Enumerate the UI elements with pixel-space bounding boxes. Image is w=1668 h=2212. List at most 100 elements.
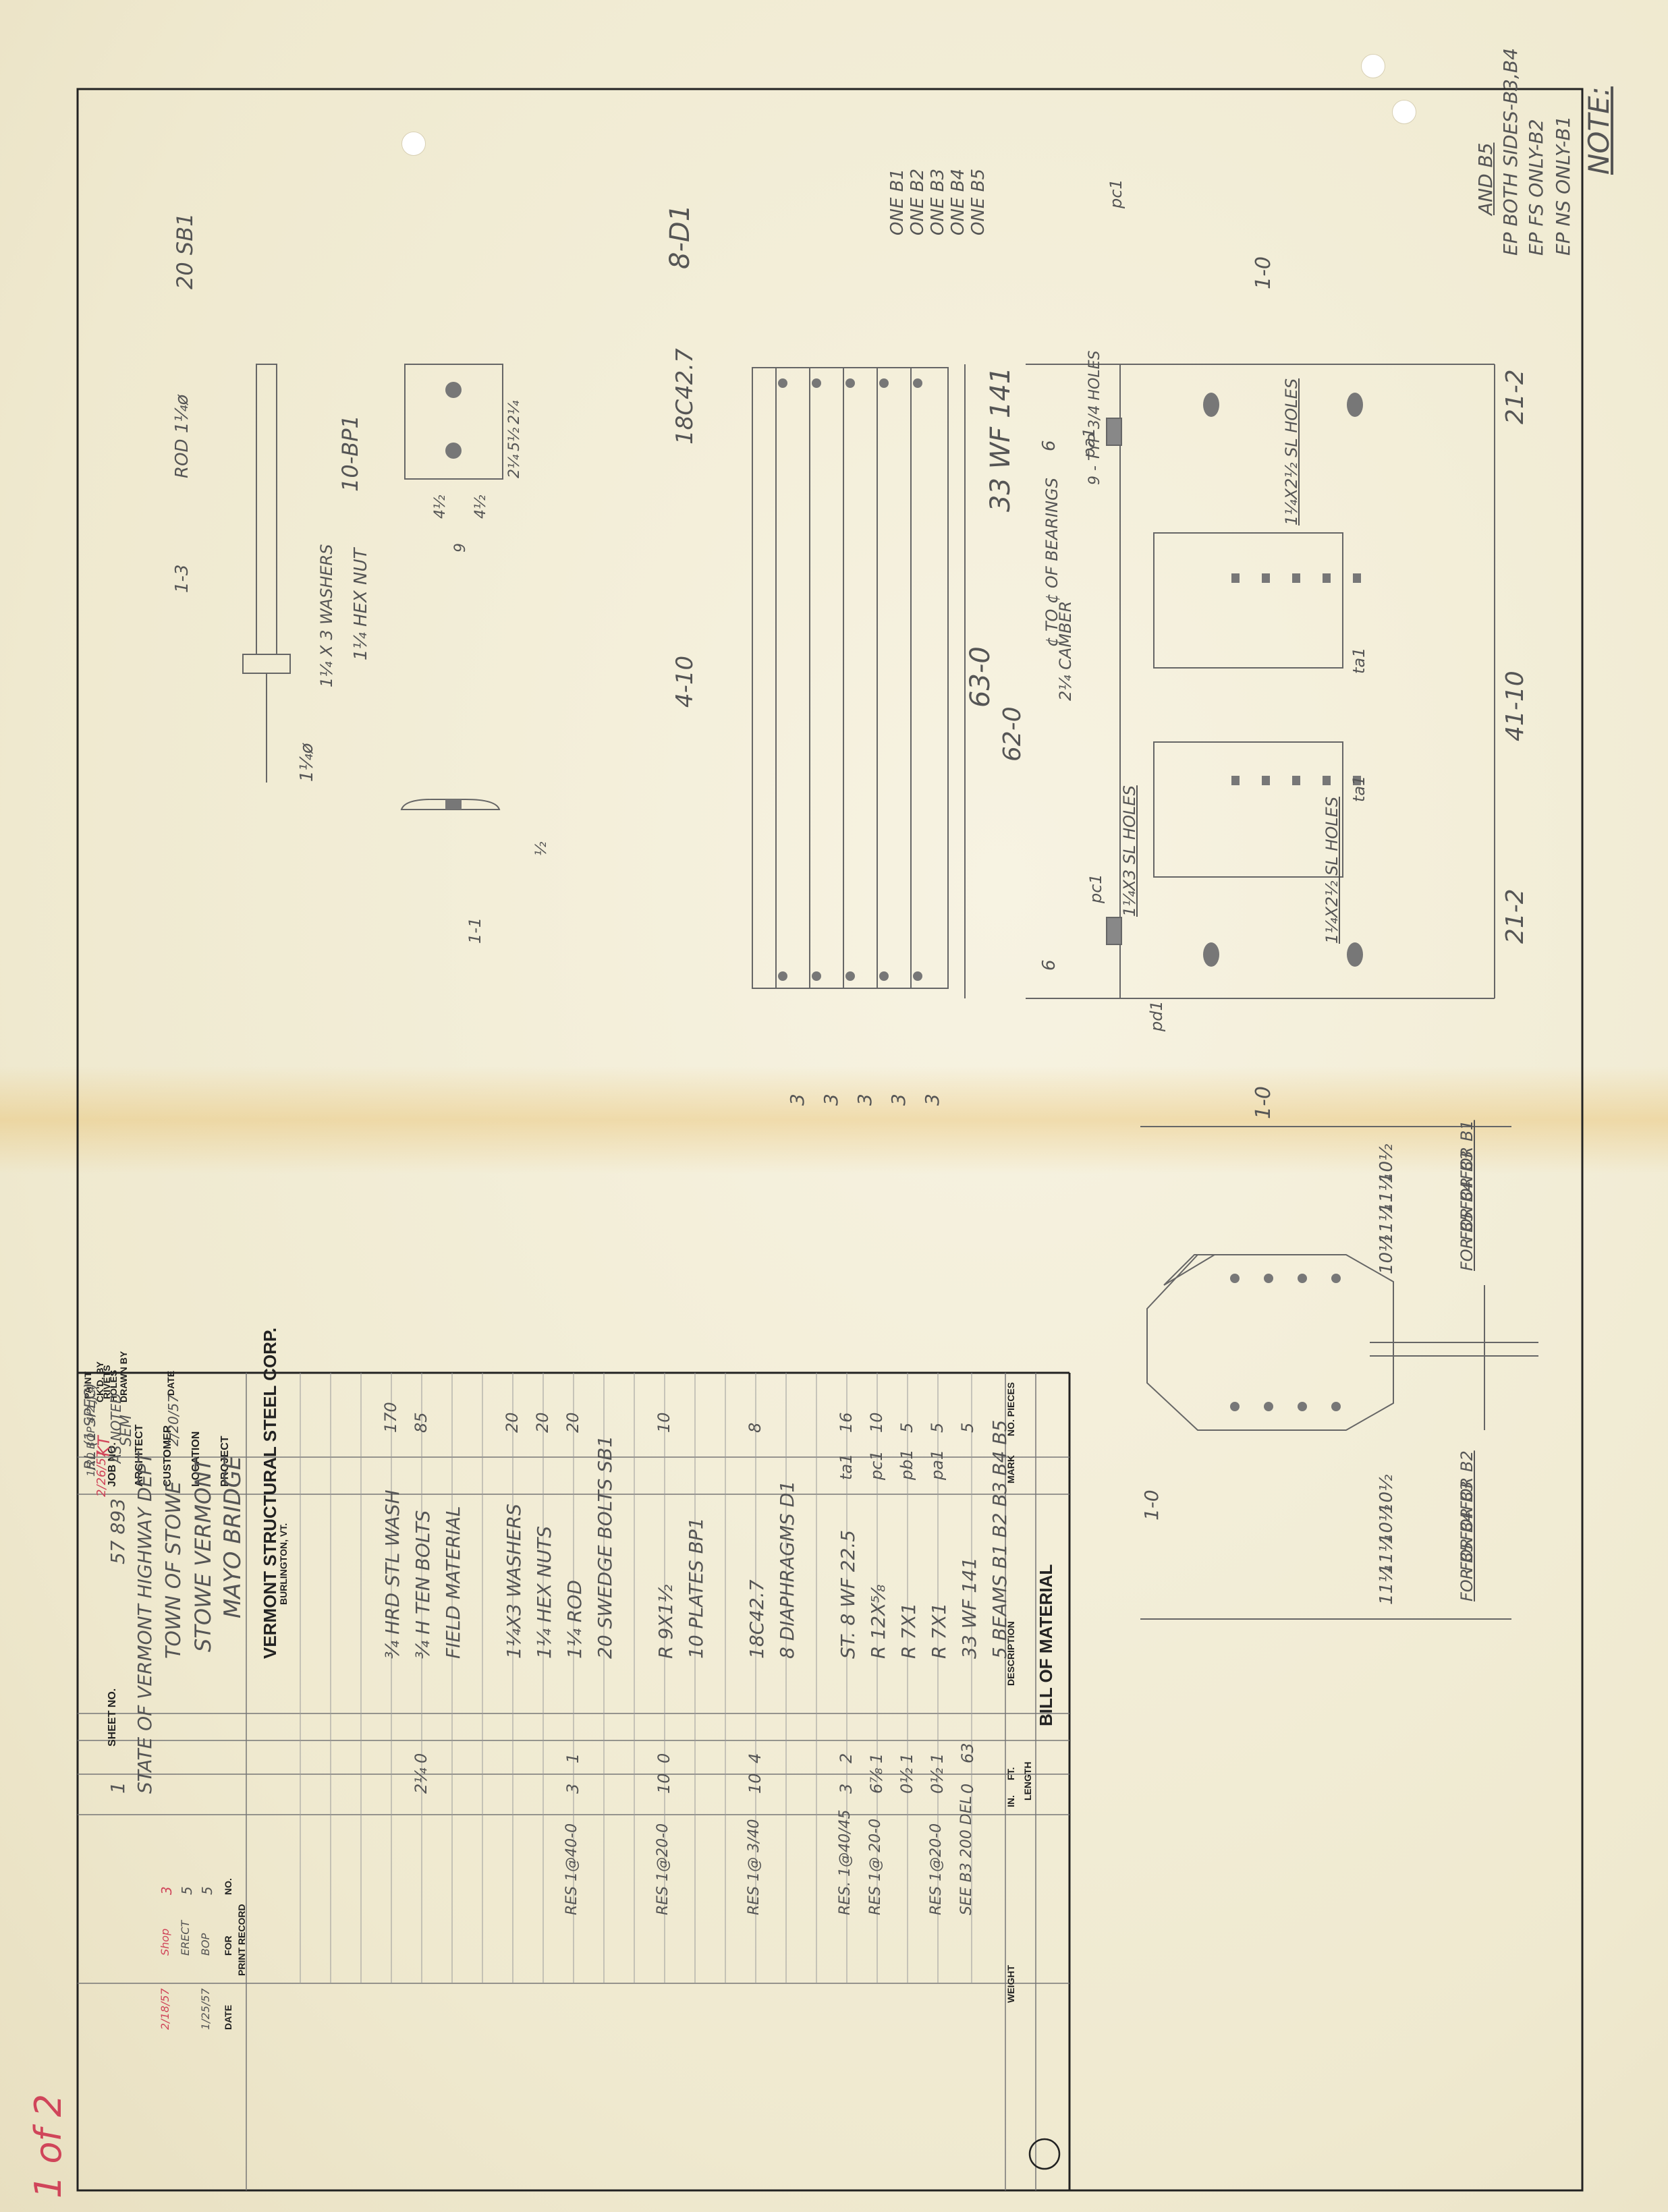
- beam-list-item: ONE B2: [908, 169, 928, 235]
- bom-pieces: 85: [412, 1412, 430, 1433]
- panel-dim: 21-2: [1501, 888, 1529, 944]
- hole-spacing: 3: [854, 1094, 876, 1106]
- bom-ft: 0: [655, 1753, 673, 1763]
- plate-mark: pd1: [1147, 1000, 1166, 1031]
- bearing-dim: 2¼: [506, 454, 523, 478]
- bom-note: RES 1@20-0: [655, 1823, 671, 1915]
- bearing-dim: 4½: [472, 494, 489, 519]
- bom-pieces: 20: [533, 1412, 552, 1433]
- bearing-dim: 5½: [506, 427, 523, 451]
- bom-pieces: 10: [655, 1412, 673, 1433]
- bom-ft: 4: [746, 1753, 764, 1763]
- note-line: EP NS ONLY-B1: [1552, 115, 1574, 256]
- slot-label: 1¼X2½ SL HOLES: [1323, 796, 1341, 944]
- bom-description: 5 BEAMS B1 B2 B3 B4 B5: [989, 1419, 1011, 1659]
- bom-header: FT.: [1005, 1767, 1016, 1780]
- plate-mark: ta1: [1350, 647, 1368, 674]
- end-dim: 1-0: [1252, 256, 1275, 289]
- for-label: FOR B5: [1457, 1541, 1476, 1601]
- bom-pieces: 5: [897, 1422, 916, 1433]
- print-date: 1/25/57: [199, 1988, 212, 2030]
- customer-value: TOWN OF STOWE: [162, 1481, 186, 1659]
- location-value: STOWE VERMONT: [190, 1458, 216, 1652]
- bom-header: LENGTH: [1022, 1761, 1033, 1800]
- plate-mark: pc1: [1107, 179, 1125, 208]
- bom-description: 18C42.7: [746, 1579, 768, 1659]
- beam-list-item: ONE B5: [968, 169, 989, 235]
- end-dim: 1-0: [1252, 1086, 1275, 1119]
- water-stain: [0, 1066, 1668, 1174]
- thickness-dim: ½: [533, 841, 550, 856]
- beam-elevation: [964, 364, 1495, 999]
- punch-hole: [401, 132, 426, 156]
- bom-mark: pa1: [928, 1449, 947, 1480]
- hole-spacing: 3: [786, 1094, 808, 1106]
- sheet-value: 1: [107, 1782, 129, 1794]
- bom-description: ST. 8 WF 22.5: [837, 1529, 859, 1659]
- label-sheet: SHEET NO.: [107, 1688, 118, 1747]
- plate-mark: pa1: [1080, 427, 1099, 458]
- note-line: AND B5: [1474, 142, 1497, 215]
- bearing-plate-label: 10-BP1: [337, 415, 363, 492]
- bom-mark: ta1: [837, 1453, 856, 1480]
- diaphragm-holes: [778, 378, 922, 981]
- hole-spacing: 3: [887, 1094, 910, 1106]
- bom-header: IN.: [1005, 1795, 1016, 1807]
- bom-description: R 9X1½: [655, 1584, 677, 1659]
- note-line: EP BOTH SIDES-B3,B4: [1499, 48, 1522, 256]
- punch-hole: [1392, 100, 1416, 124]
- slot-label: 1¼X3 SL HOLES: [1120, 785, 1139, 917]
- bevel-dim: 1-1: [466, 917, 484, 944]
- company-city: BURLINGTON, VT.: [278, 1523, 289, 1605]
- diaphragm-label: 8-D1: [665, 204, 696, 269]
- bom-in: 3: [563, 1783, 582, 1794]
- bom-note: RES 1@ 20-0: [867, 1818, 884, 1915]
- bom-in: 2¼: [412, 1767, 430, 1794]
- bom-note: SEE B3 200 DEL: [958, 1796, 975, 1915]
- bom-description: R 7X1: [928, 1602, 950, 1659]
- bom-in: 10: [746, 1773, 764, 1794]
- bom-description: 8 DIAPHRAGMS D1: [776, 1480, 798, 1659]
- bom-description: ¾ H TEN BOLTS: [412, 1510, 434, 1659]
- bom-in: 10: [655, 1773, 673, 1794]
- beam-list-item: ONE B3: [928, 169, 948, 235]
- print-no: 5: [179, 1886, 195, 1895]
- bom-description: 10 PLATES BP1: [685, 1517, 707, 1659]
- diaphragm-length: 4-10: [671, 655, 698, 708]
- bom-pieces: 5: [928, 1422, 947, 1433]
- section-spacing: 1-0: [1140, 1490, 1163, 1521]
- bom-pieces: 10: [867, 1412, 886, 1433]
- beam-length-overall: 63-0: [965, 646, 996, 708]
- hole-spacing: 3: [820, 1094, 842, 1106]
- print-no: 5: [199, 1886, 215, 1895]
- sheet-border: [76, 88, 1584, 2192]
- bom-in: 3: [837, 1783, 856, 1794]
- bom-ft: 63: [958, 1742, 977, 1763]
- print-for: BOP: [199, 1933, 212, 1956]
- bom-description: 1¼ HEX NUTS: [533, 1526, 555, 1659]
- bom-description: ¾ HRD STL WASH: [381, 1490, 404, 1659]
- swedge-washer: 1¼ X 3 WASHERS: [317, 544, 336, 687]
- bom-mark: pb1: [897, 1449, 916, 1480]
- bom-description: 20 SWEDGE BOLTS SB1: [594, 1435, 616, 1659]
- drawn-date: 2/20/57: [165, 1394, 182, 1446]
- swedge-bolt-label: 20 SB1: [172, 212, 198, 289]
- note-title: NOTE:: [1582, 86, 1615, 175]
- job-value: 57 893: [107, 1498, 129, 1564]
- bearing-dim: 4½: [432, 494, 449, 519]
- print-header: DATE: [223, 2004, 233, 2030]
- print-record-title: PRINT RECORD: [236, 1904, 247, 1976]
- hole-spacing: 3: [921, 1094, 943, 1106]
- camber-label: 2¼ CAMBER: [1056, 600, 1075, 701]
- print-no: 3: [159, 1886, 175, 1895]
- diaphragm-elevation: [752, 367, 949, 989]
- bom-ft: 1: [867, 1753, 886, 1763]
- bearing-dim: 2¼: [506, 400, 523, 424]
- bom-ft: 1: [563, 1753, 582, 1763]
- paint-value: RL (1 SPEC): [82, 1382, 99, 1470]
- print-header: NO.: [223, 1878, 233, 1895]
- bom-header: WEIGHT: [1005, 1965, 1016, 2003]
- weight-circle: [1028, 2138, 1061, 2170]
- bom-ft: 2: [837, 1753, 856, 1763]
